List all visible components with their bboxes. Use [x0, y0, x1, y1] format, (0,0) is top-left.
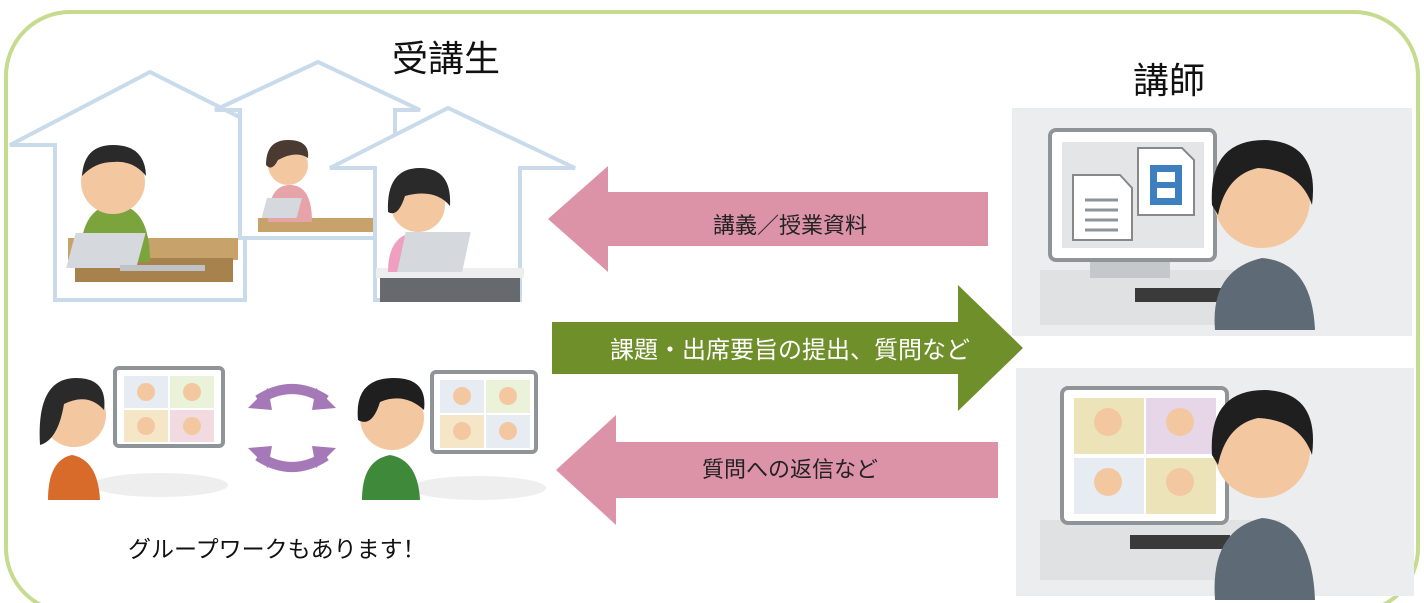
document-icon	[1072, 174, 1133, 241]
teacher-title: 講師	[1133, 61, 1206, 102]
teacher-materials-panel	[1012, 108, 1412, 336]
student-man-illustration	[66, 145, 238, 282]
arrow-lecture-materials	[548, 166, 988, 272]
student-house-1	[9, 69, 296, 302]
group-work-note: グループワークもあります！	[128, 537, 426, 563]
arrow-replies	[556, 415, 998, 525]
student-woman-illustration	[376, 168, 524, 302]
group-work-student-man	[357, 370, 546, 500]
replies-label: 質問への返信など	[701, 458, 878, 483]
lecture-materials-label: 講義／授業資料	[712, 214, 867, 239]
arrow-submissions	[552, 285, 1023, 411]
teacher-videocall-panel	[1016, 368, 1414, 600]
submissions-label: 課題・出席要旨の提出、質問など	[610, 336, 970, 364]
student-woman-older-illustration	[258, 140, 376, 232]
students-title: 受講生	[392, 39, 501, 80]
group-work-student-woman	[39, 366, 228, 500]
student-house-2	[214, 59, 421, 240]
student-house-3	[329, 105, 576, 302]
